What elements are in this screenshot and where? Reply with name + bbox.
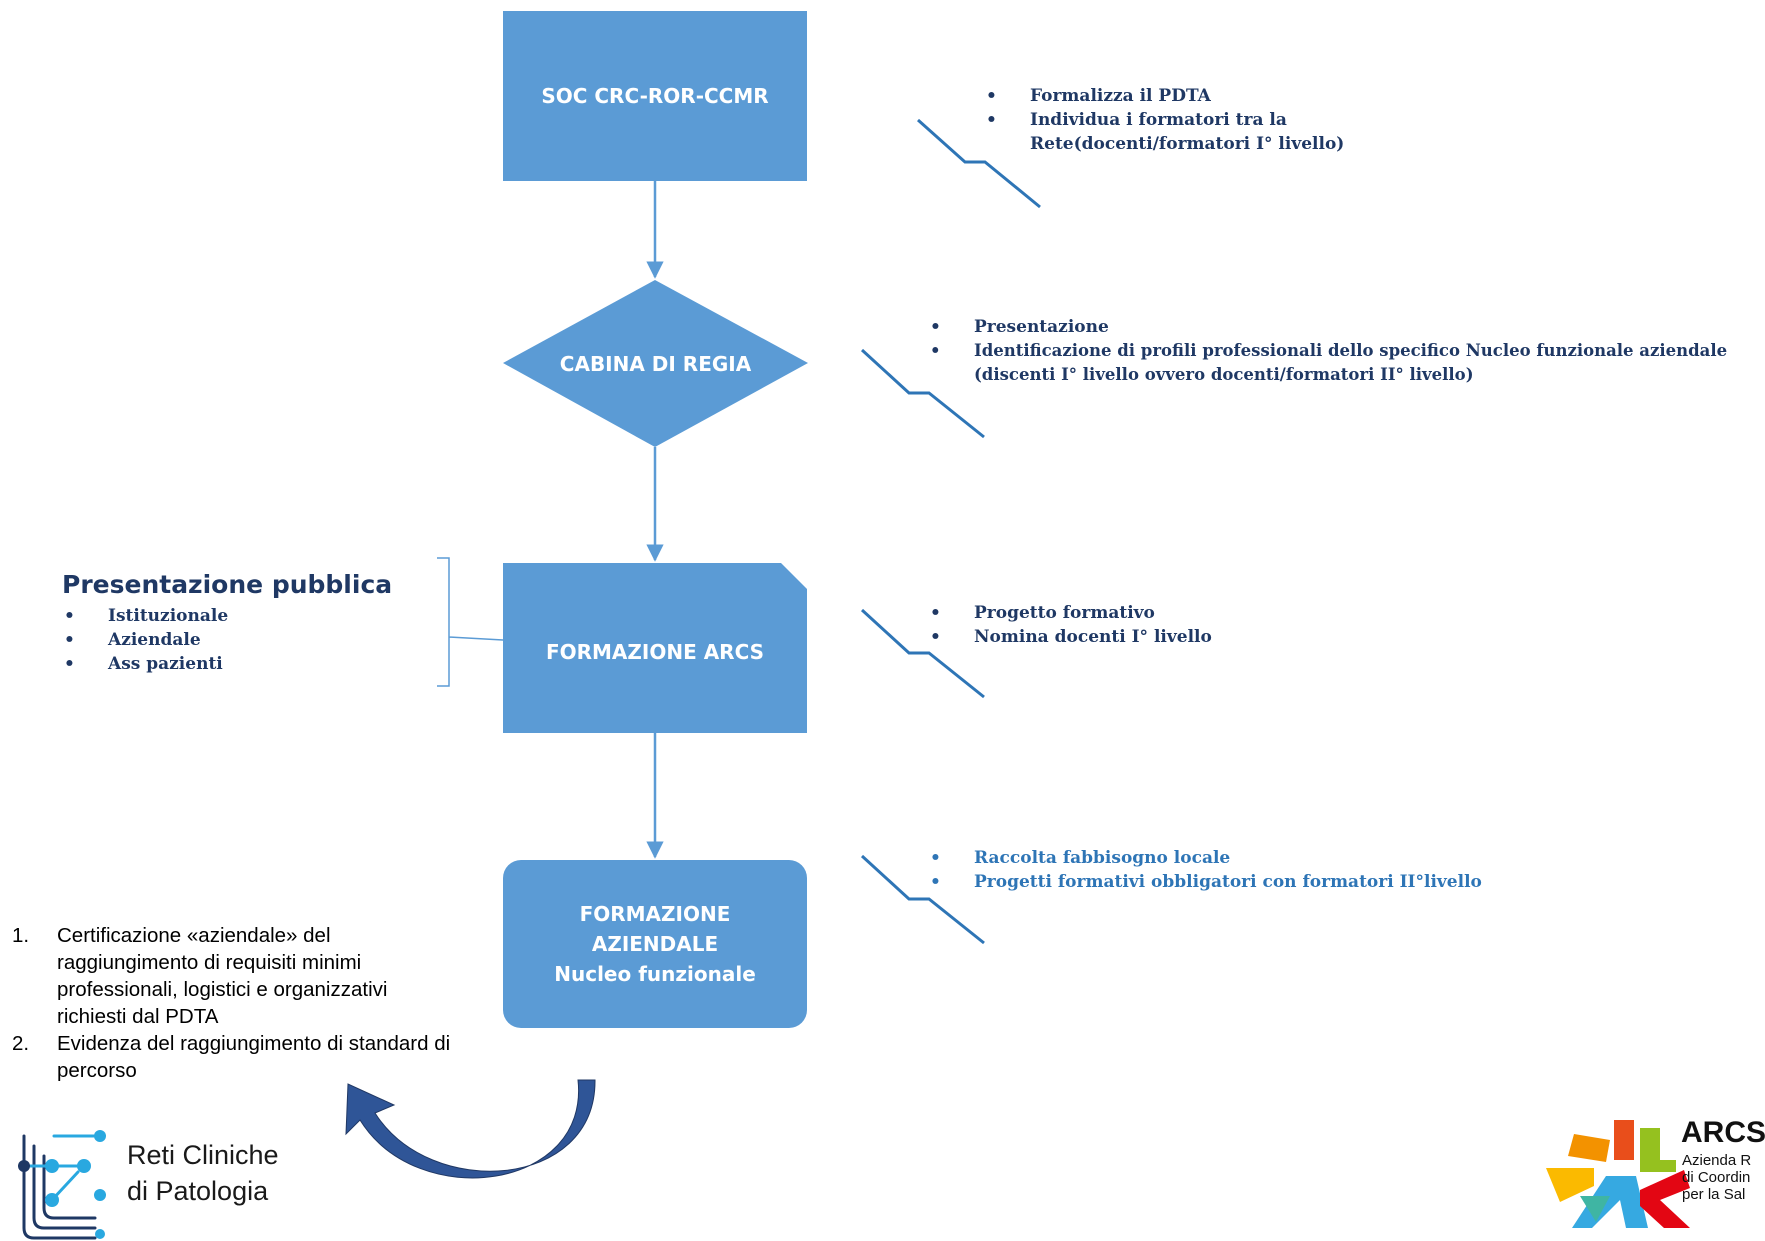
requirement-item: 1. Certificazione «aziendale» del raggiu… <box>12 922 452 1030</box>
arcs-logo-line-2: di Coordin <box>1682 1169 1751 1186</box>
node-cabina-shape <box>503 280 808 447</box>
note-item: Progetti formativi obbligatori con forma… <box>924 870 1482 894</box>
arcs-logo-line-3: per la Sal <box>1682 1186 1746 1203</box>
node-cabina-label: CABINA DI REGIA <box>559 351 752 376</box>
presentazione-pubblica-list: Istituzionale Aziendale Ass pazienti <box>60 604 228 676</box>
note-item: Raccolta fabbisogno locale <box>924 846 1482 870</box>
notes-soc: Formalizza il PDTA Individua i formatori… <box>980 84 1400 156</box>
notes-aziendale: Raccolta fabbisogno locale Progetti form… <box>924 846 1482 894</box>
list-item: Ass pazienti <box>60 652 228 676</box>
node-formazione-aziendale-shape <box>503 860 807 1028</box>
presentazione-pubblica-title: Presentazione pubblica <box>62 570 393 599</box>
node-formazione-arcs: FORMAZIONE ARCS <box>503 563 807 733</box>
node-formazione-aziendale: FORMAZIONE AZIENDALE Nucleo funzionale <box>503 860 807 1028</box>
arcs-logo-icon <box>1546 1120 1690 1228</box>
node-soc-shape <box>503 11 807 181</box>
node-formazione-arcs-shape <box>503 563 807 733</box>
callout-line-aziendale <box>860 854 985 945</box>
note-item: Individua i formatori tra la Rete(docent… <box>980 108 1400 156</box>
list-item: Istituzionale <box>60 604 228 628</box>
requirements-list: 1. Certificazione «aziendale» del raggiu… <box>12 922 452 1084</box>
requirement-item: 2. Evidenza del raggiungimento di standa… <box>12 1030 452 1084</box>
logo-line-2: di Patologia <box>127 1176 269 1206</box>
note-item: Identificazione di profili professionali… <box>924 339 1765 387</box>
reti-cliniche-logo-icon <box>18 1130 106 1240</box>
list-item: Aziendale <box>60 628 228 652</box>
requirement-text: Evidenza del raggiungimento di standard … <box>57 1032 451 1082</box>
node-aziendale-line-1: FORMAZIONE <box>579 902 731 926</box>
arcs-logo-line-1: Azienda R <box>1682 1152 1752 1169</box>
node-aziendale-line-3: Nucleo funzionale <box>554 962 756 986</box>
logo-line-1: Reti Cliniche <box>127 1140 279 1170</box>
reti-cliniche-logo-text: Reti Cliniche di Patologia <box>127 1137 279 1209</box>
callout-line-arcs <box>860 608 985 699</box>
node-formazione-arcs-label: FORMAZIONE ARCS <box>545 640 765 664</box>
callout-line-soc <box>917 118 1041 209</box>
node-soc: SOC CRC-ROR-CCMR <box>503 11 807 181</box>
note-item: Nomina docenti I° livello <box>924 625 1212 649</box>
arcs-logo-title: ARCS <box>1681 1116 1765 1149</box>
notes-cabina: Presentazione Identificazione di profili… <box>924 315 1765 387</box>
node-aziendale-line-2: AZIENDALE <box>591 932 719 956</box>
bracket-presentazione <box>437 557 504 687</box>
requirement-number: 1. <box>12 924 30 947</box>
note-item: Formalizza il PDTA <box>980 84 1400 108</box>
requirement-text: Certificazione «aziendale» del raggiungi… <box>57 924 388 1028</box>
curved-feedback-arrow <box>345 1079 596 1179</box>
notes-arcs: Progetto formativo Nomina docenti I° liv… <box>924 601 1212 649</box>
node-cabina: CABINA DI REGIA <box>503 280 808 447</box>
callout-line-cabina <box>860 348 985 439</box>
note-item: Presentazione <box>924 315 1765 339</box>
requirement-number: 2. <box>12 1032 30 1055</box>
note-item: Progetto formativo <box>924 601 1212 625</box>
node-soc-label: SOC CRC-ROR-CCMR <box>541 84 769 108</box>
